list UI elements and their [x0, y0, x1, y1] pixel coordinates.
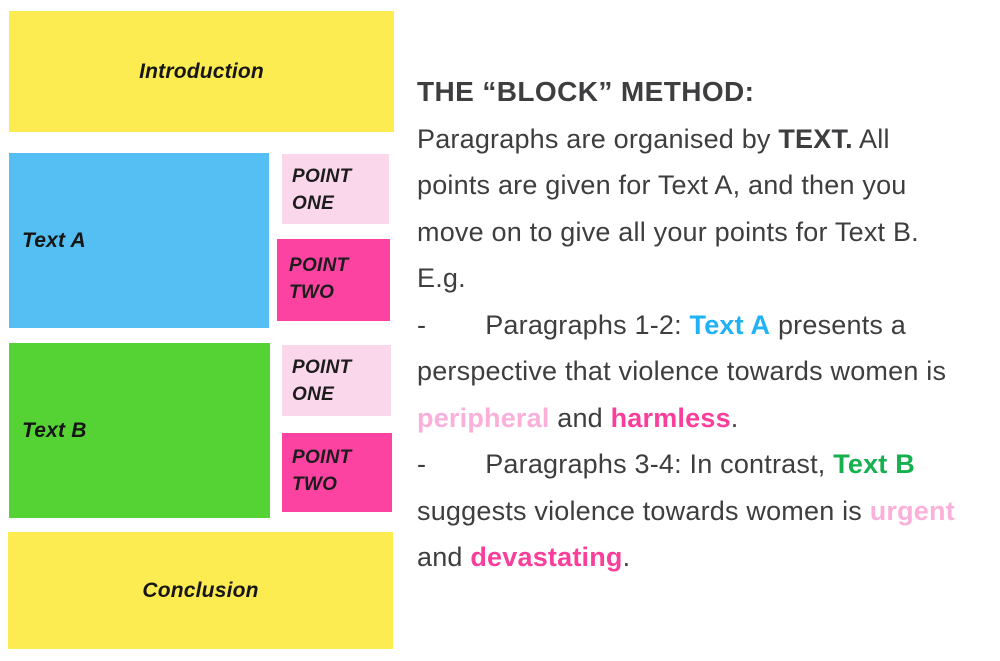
text-a-block: Text A	[9, 153, 269, 328]
body-line-11: and devastating.	[417, 534, 985, 581]
body-text: points are given for Text A, and then yo…	[417, 170, 907, 200]
peripheral-highlight: peripheral	[417, 402, 550, 433]
explanation-text: THE “BLOCK” METHOD: Paragraphs are organ…	[417, 69, 985, 581]
conclusion-block: Conclusion	[8, 532, 393, 649]
text-b-block: Text B	[9, 343, 270, 518]
body-text-bold: TEXT.	[778, 123, 853, 154]
bullet-dash: -	[417, 309, 427, 340]
body-text: Paragraphs are organised by	[417, 123, 779, 154]
body-text: .	[622, 542, 631, 572]
text-b-point-one-label: POINT ONE	[292, 357, 352, 405]
page-title: THE “BLOCK” METHOD:	[417, 76, 755, 107]
text-b-point-two-block: POINT TWO	[282, 433, 392, 512]
body-text: move on to give all your points for Text…	[417, 216, 919, 247]
text-a-point-one-block: POINT ONE	[282, 154, 389, 224]
body-line-10: suggests violence towards women is urgen…	[417, 488, 985, 535]
body-line-2: Paragraphs are organised by TEXT. All	[417, 116, 985, 163]
introduction-label: Introduction	[139, 59, 264, 83]
body-text: presents a	[770, 309, 907, 340]
text-b-point-one-block: POINT ONE	[282, 345, 391, 416]
bullet-line-paragraphs-1-2: - Paragraphs 1-2: Text A presents a	[417, 302, 985, 349]
harmless-highlight: harmless	[610, 402, 731, 433]
body-text: perspective that violence towards women …	[417, 356, 947, 386]
text-a-point-two-label: POINT TWO	[289, 255, 349, 303]
conclusion-label: Conclusion	[142, 578, 259, 602]
bullet-dash: -	[417, 449, 427, 479]
text-a-highlight: Text A	[689, 309, 771, 340]
text-b-highlight: Text B	[833, 449, 915, 479]
body-text: .	[730, 402, 739, 433]
body-text: Paragraphs 1-2:	[485, 309, 690, 340]
body-text: Paragraphs 3-4: In contrast,	[485, 449, 834, 479]
heading-line: THE “BLOCK” METHOD:	[417, 69, 985, 116]
body-line-5: E.g.	[417, 255, 985, 302]
body-line-7: perspective that violence towards women …	[417, 348, 985, 395]
text-b-label: Text B	[22, 418, 87, 442]
text-a-point-two-block: POINT TWO	[277, 239, 390, 321]
introduction-block: Introduction	[9, 11, 394, 132]
body-text: suggests violence towards women is	[417, 495, 870, 526]
urgent-highlight: urgent	[869, 495, 955, 526]
text-a-label: Text A	[22, 228, 86, 252]
body-text: and	[549, 402, 611, 433]
devastating-highlight: devastating	[470, 542, 623, 572]
text-b-point-two-label: POINT TWO	[292, 447, 352, 495]
body-text: and	[417, 542, 471, 572]
body-line-4: move on to give all your points for Text…	[417, 209, 985, 256]
bullet-line-paragraphs-3-4: - Paragraphs 3-4: In contrast, Text B	[417, 441, 985, 488]
text-a-point-one-label: POINT ONE	[292, 166, 352, 214]
body-line-3: points are given for Text A, and then yo…	[417, 162, 985, 209]
body-text: All	[852, 123, 890, 154]
body-text: E.g.	[417, 263, 466, 293]
body-line-8: peripheral and harmless.	[417, 395, 985, 442]
